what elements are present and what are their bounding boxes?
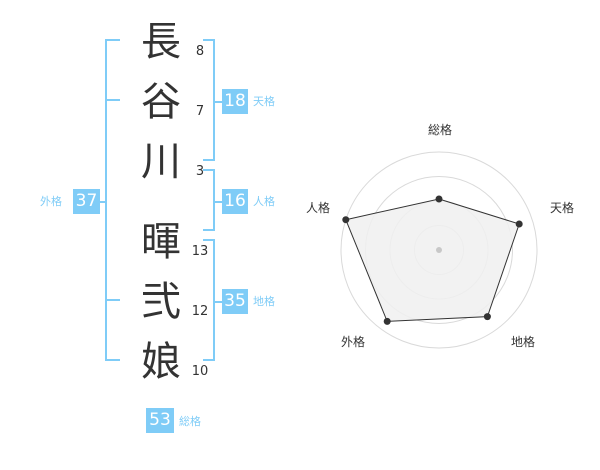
radar-grid-ring-4	[340, 151, 538, 349]
radar-axis-label-gai: 外格	[341, 335, 366, 349]
radar-point-3	[483, 313, 491, 321]
name-char-1: 長	[141, 19, 181, 65]
radar-axis-label-jin: 人格	[306, 201, 331, 215]
name-char-5: 弐	[141, 279, 181, 325]
gaikaku-bracket	[105, 39, 120, 361]
radar-point-1	[435, 195, 443, 203]
name-char-4: 暉	[141, 219, 181, 265]
gaikaku-label: 外格	[40, 195, 62, 208]
soukaku-value: 53	[146, 408, 174, 433]
stroke-count-2: 7	[195, 104, 205, 119]
tenkaku-bracket	[203, 39, 215, 161]
radar-point-5	[342, 216, 350, 224]
soukaku-label: 総格	[179, 415, 201, 428]
stroke-count-5: 12	[191, 304, 209, 319]
stroke-count-1: 8	[195, 44, 205, 59]
gaikaku-value: 37	[73, 189, 100, 214]
radar-axis-label-ten: 天格	[550, 201, 575, 215]
radar-center-dot	[436, 247, 442, 253]
radar-polygon	[345, 198, 520, 322]
radar-axis-label-chi: 地格	[511, 335, 536, 349]
name-char-2: 谷	[141, 79, 181, 125]
radar-axis-label-souka: 総格	[428, 123, 453, 137]
chikaku-label: 地格	[253, 295, 275, 308]
jinkaku-bracket	[203, 169, 215, 231]
radar-point-4	[383, 317, 391, 325]
tenkaku-value: 18	[222, 89, 248, 114]
stroke-count-4: 13	[191, 244, 209, 259]
chikaku-bracket	[203, 239, 215, 361]
chikaku-value: 35	[222, 289, 248, 314]
name-char-6: 娘	[141, 339, 181, 385]
stroke-count-3: 3	[195, 164, 205, 179]
name-char-3: 川	[141, 139, 181, 185]
jinkaku-label: 人格	[253, 195, 275, 208]
radar-point-2	[515, 220, 523, 228]
jinkaku-value: 16	[222, 189, 248, 214]
tenkaku-label: 天格	[253, 95, 275, 108]
stroke-count-6: 10	[191, 364, 209, 379]
